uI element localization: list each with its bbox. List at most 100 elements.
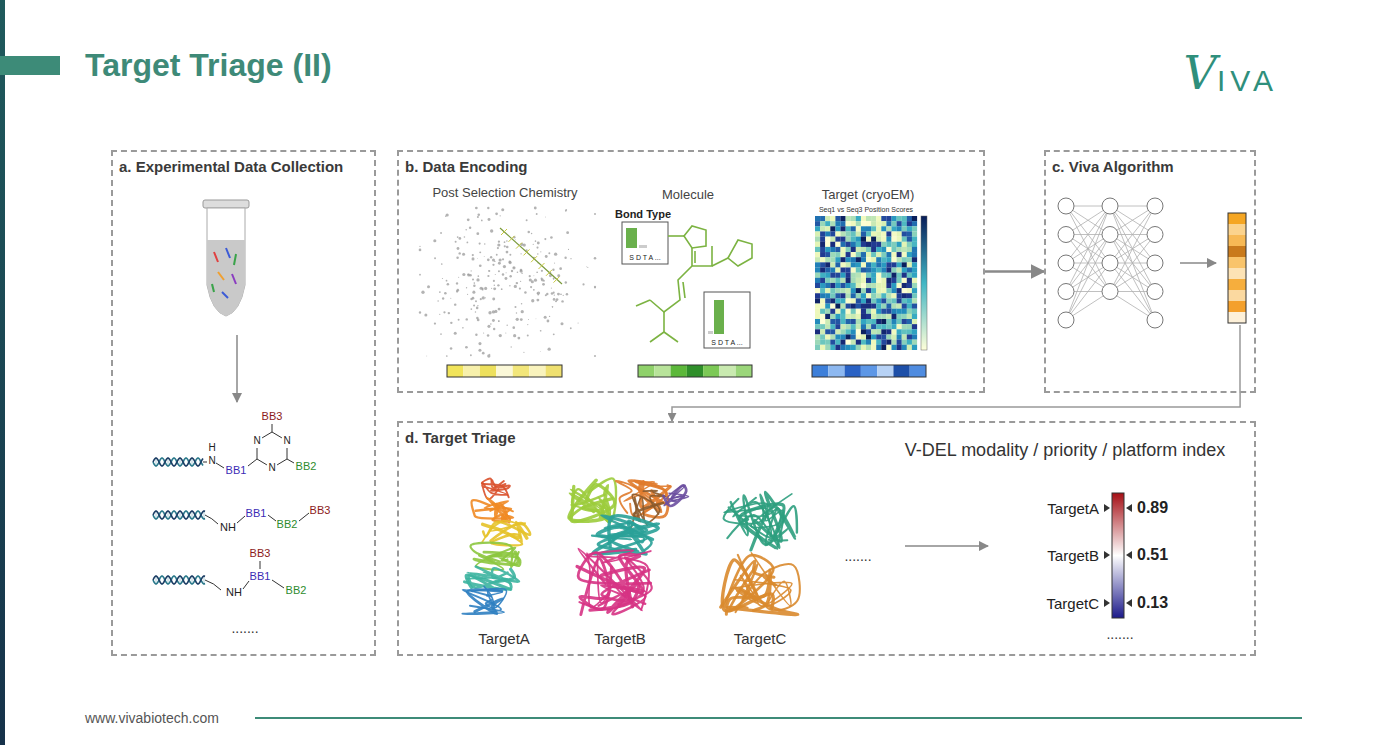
scatter-plot (560, 293, 562, 295)
scatter-plot (502, 258, 504, 260)
heatmap (902, 304, 907, 309)
heatmap (871, 304, 876, 309)
encoding-vector (687, 365, 703, 377)
heatmap (912, 324, 917, 329)
heatmap (886, 293, 891, 298)
heatmap (902, 216, 907, 221)
scatter-plot (520, 253, 521, 254)
heatmap (871, 242, 876, 247)
building-block: BB2 (296, 461, 317, 472)
scatter-plot (557, 293, 560, 296)
scatter-plot (487, 334, 490, 337)
heatmap (841, 309, 846, 314)
encoding-vector (654, 365, 670, 377)
dna-strand (153, 458, 203, 466)
heatmap (835, 324, 840, 329)
scatter-plot (545, 255, 548, 258)
panel-caption: Target (cryoEM) (822, 188, 914, 201)
heatmap (841, 340, 846, 345)
heatmap (825, 340, 830, 345)
heatmap (866, 247, 871, 252)
heatmap (841, 288, 846, 293)
scatter-plot (534, 279, 537, 282)
heatmap (907, 262, 912, 267)
chem-bonds (203, 424, 309, 590)
neural-net (1110, 206, 1155, 292)
scatter-plot (594, 286, 596, 288)
heatmap (841, 237, 846, 242)
heatmap (861, 237, 866, 242)
protein-structure (482, 482, 508, 499)
heatmap (830, 226, 835, 231)
sample-tube (207, 208, 245, 316)
scatter-plot (564, 257, 566, 259)
chem-bonds (243, 581, 249, 589)
scatter-plot (495, 274, 496, 275)
heatmap (897, 309, 902, 314)
protein-structure (462, 478, 799, 614)
heatmap (881, 329, 886, 334)
scatter-plot (473, 305, 475, 307)
heatmap (856, 231, 861, 236)
heatmap (866, 329, 871, 334)
scatter-plot (554, 277, 560, 283)
scatter-plot (528, 319, 529, 320)
heatmap (876, 314, 881, 319)
heatmap (876, 257, 881, 262)
heatmap (886, 268, 891, 273)
neural-net (1058, 198, 1163, 328)
scatter-plot (470, 308, 472, 310)
heatmap (912, 242, 917, 247)
heatmap (902, 324, 907, 329)
heatmap (881, 283, 886, 288)
scatter-plot (527, 231, 530, 234)
scatter-plot (488, 270, 489, 271)
heatmap (856, 334, 861, 339)
neural-net (1110, 235, 1155, 321)
heatmap (907, 247, 912, 252)
scatter-plot (433, 239, 436, 242)
scatter-plot (492, 264, 494, 266)
heatmap (902, 273, 907, 278)
scatter-plot (531, 233, 532, 234)
heatmap (825, 329, 830, 334)
heatmap (907, 231, 912, 236)
protein-structure (476, 497, 511, 522)
protein-structure (751, 492, 795, 550)
heatmap (856, 314, 861, 319)
output-vector (1228, 279, 1246, 290)
output-lead (1239, 325, 1241, 393)
scatter-plot (479, 243, 481, 245)
heatmap (892, 324, 897, 329)
heatmap (912, 304, 917, 309)
heatmap (856, 242, 861, 247)
heatmap (912, 273, 917, 278)
heatmap (830, 273, 835, 278)
scatter-plot (446, 355, 448, 357)
heatmap (907, 252, 912, 257)
heatmap (907, 283, 912, 288)
encoding-vector (910, 365, 926, 377)
scatter-plot (586, 266, 588, 268)
heatmap (907, 309, 912, 314)
heatmap (876, 242, 881, 247)
heatmap (846, 221, 851, 226)
heatmap (825, 237, 830, 242)
protein-structure (482, 521, 525, 542)
dna-strand (156, 458, 157, 466)
heatmap (912, 319, 917, 324)
encoding-vector (719, 365, 735, 377)
scatter-plot (484, 287, 487, 290)
scatter-plot (554, 263, 555, 264)
heatmap (841, 221, 846, 226)
scatter-plot (473, 285, 475, 287)
heatmap (830, 237, 835, 242)
scatter-plot (506, 251, 509, 254)
heatmap (835, 314, 840, 319)
heatmap (876, 226, 881, 231)
heatmap (846, 216, 851, 221)
scatter-plot (498, 262, 501, 265)
heatmap (856, 329, 861, 334)
scatter-plot (521, 303, 523, 305)
